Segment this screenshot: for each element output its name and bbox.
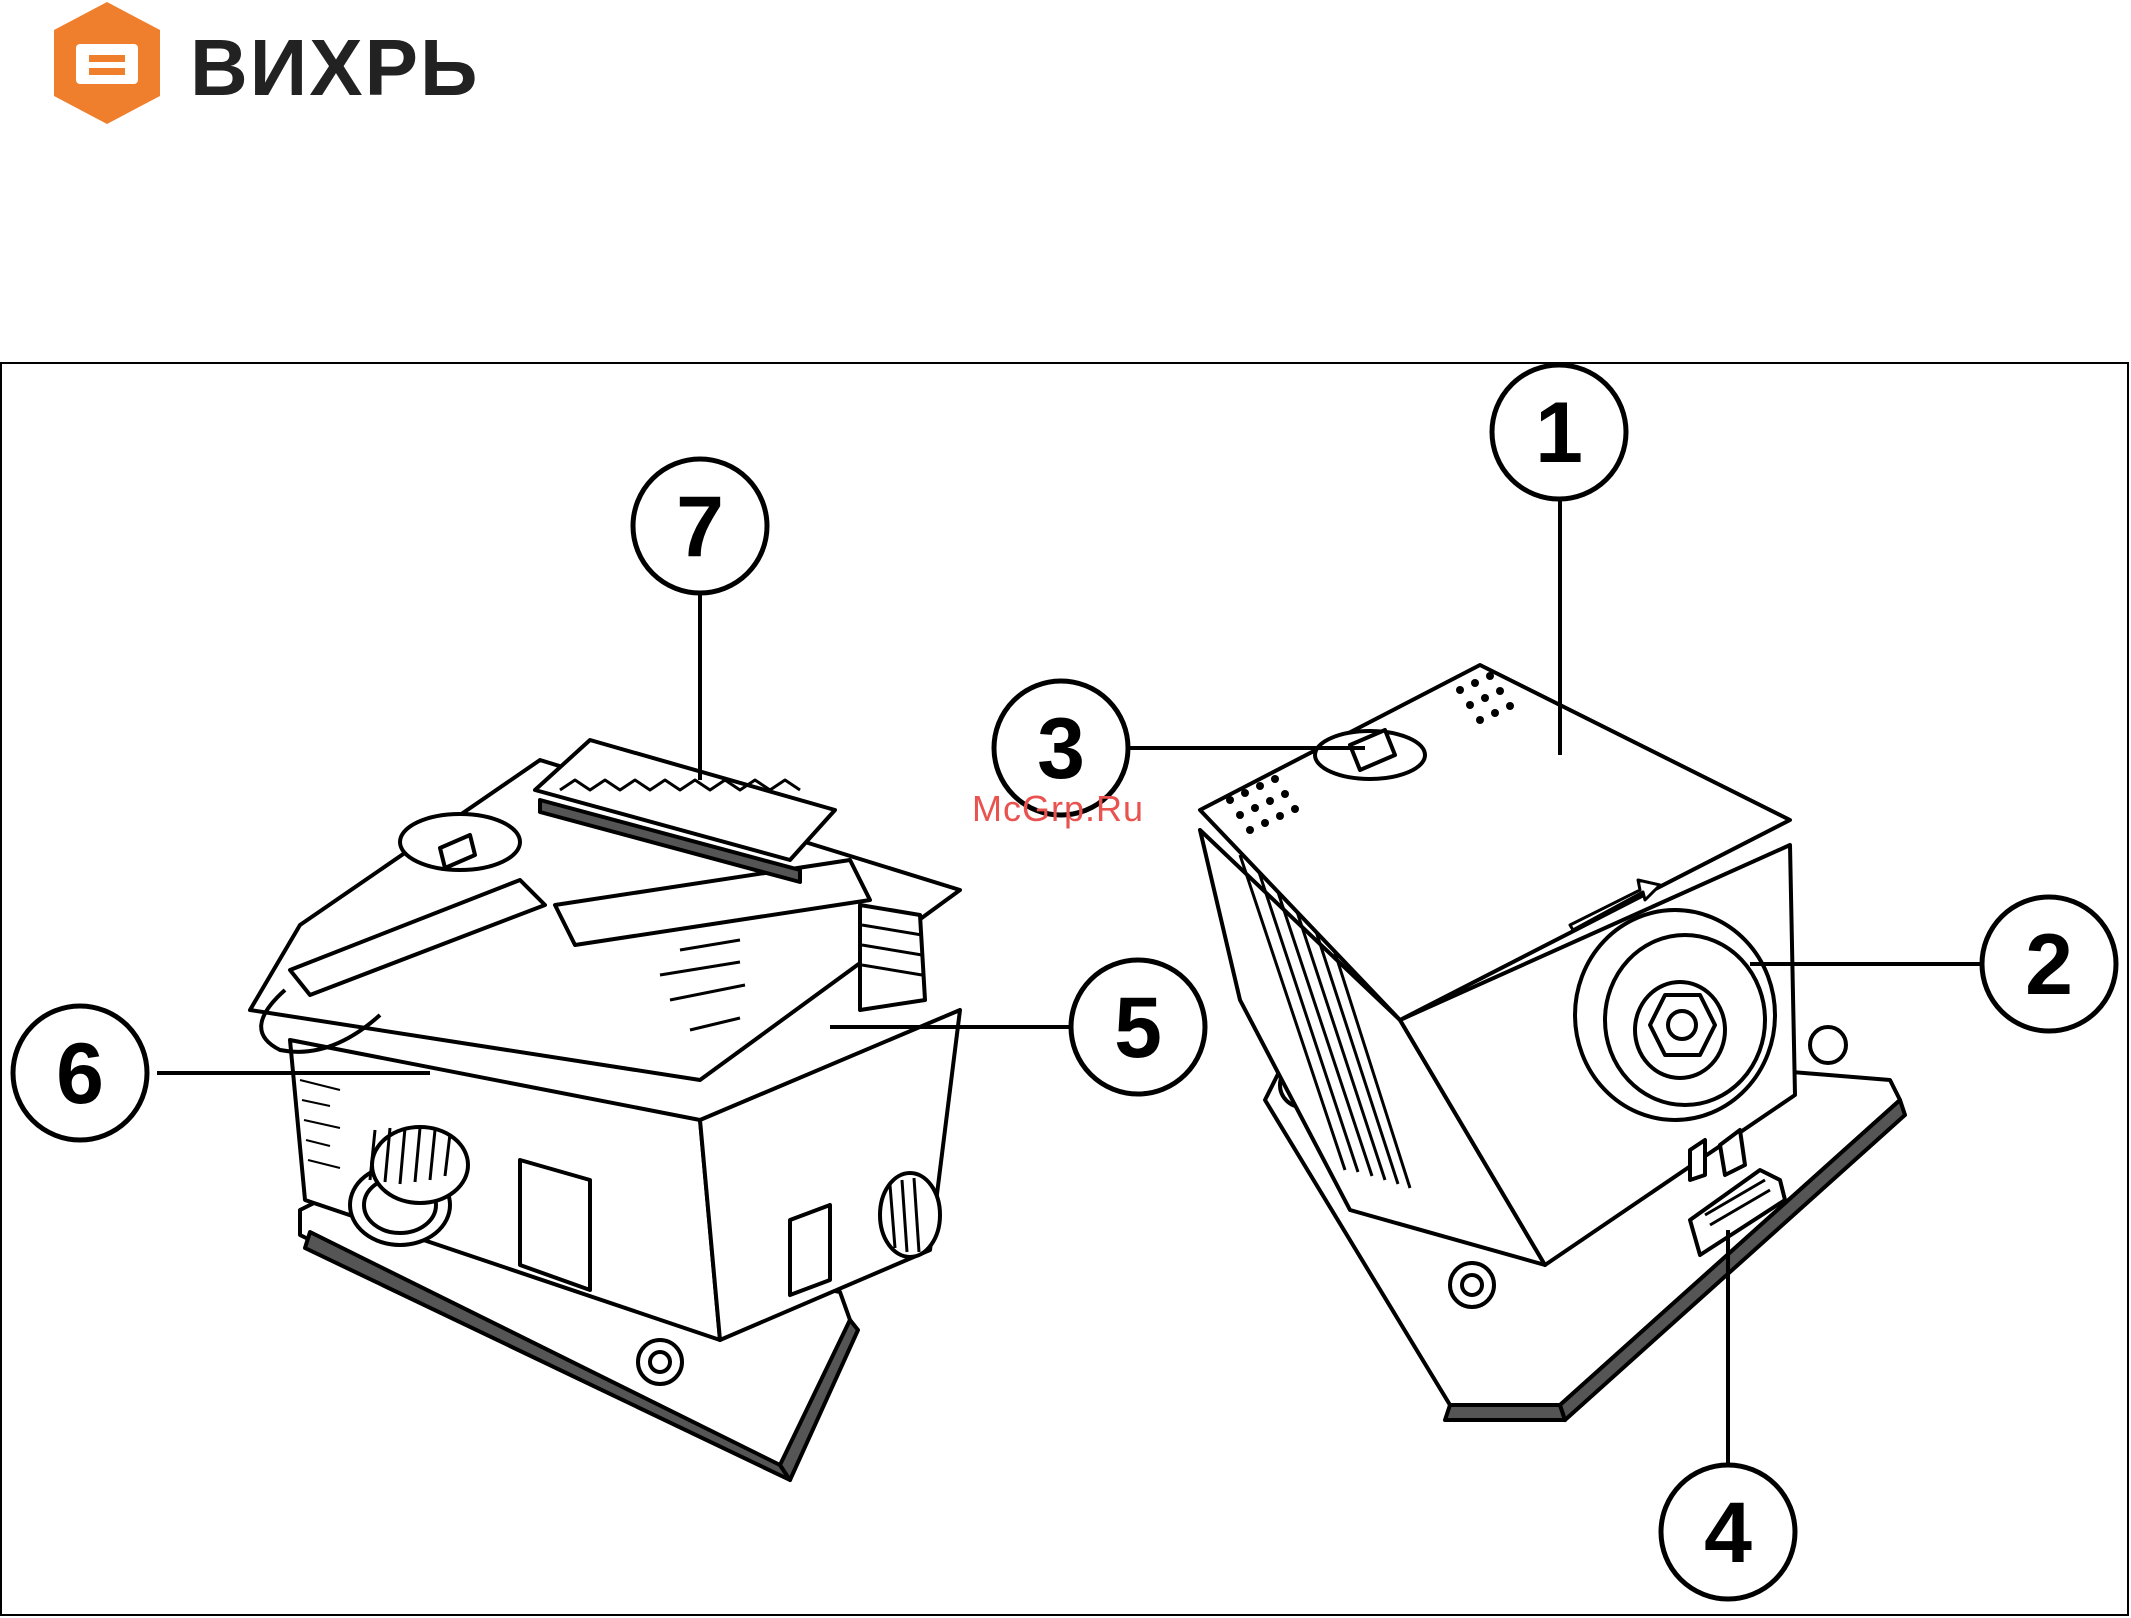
callout-4: 4 bbox=[1661, 1465, 1795, 1599]
callout-6: 6 bbox=[13, 1006, 147, 1140]
callout-2: 2 bbox=[1982, 897, 2116, 1031]
callout-6-label: 6 bbox=[56, 1026, 104, 1122]
callout-7: 7 bbox=[633, 459, 767, 593]
watermark-text: McGrp.Ru bbox=[972, 788, 1144, 830]
callout-3-label: 3 bbox=[1037, 701, 1085, 797]
right-machine-illustration bbox=[1200, 665, 1905, 1420]
callout-1-label: 1 bbox=[1535, 385, 1583, 481]
callout-7-label: 7 bbox=[676, 479, 724, 575]
left-machine-illustration bbox=[250, 740, 960, 1480]
callout-1: 1 bbox=[1492, 365, 1626, 499]
callout-5-label: 5 bbox=[1114, 980, 1162, 1076]
callout-5: 5 bbox=[1071, 960, 1205, 1094]
callout-2-label: 2 bbox=[2025, 917, 2073, 1013]
callout-4-label: 4 bbox=[1704, 1485, 1752, 1581]
